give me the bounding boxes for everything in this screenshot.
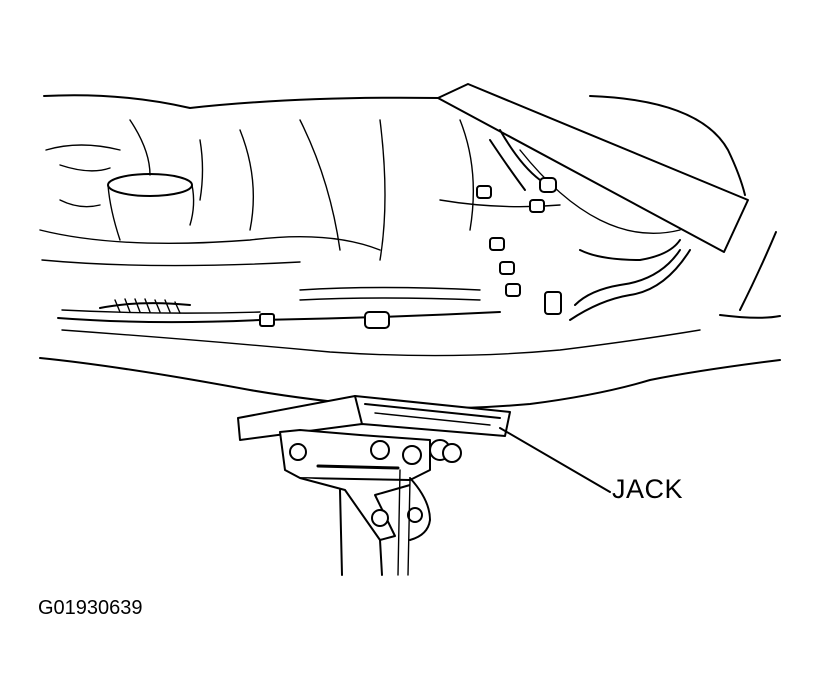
- jack-callout-leader: [499, 427, 611, 493]
- jack: [237, 395, 511, 576]
- vehicle-underbody: [39, 83, 781, 410]
- jack-label: JACK: [612, 474, 684, 504]
- figure-id: G01930639: [38, 597, 143, 619]
